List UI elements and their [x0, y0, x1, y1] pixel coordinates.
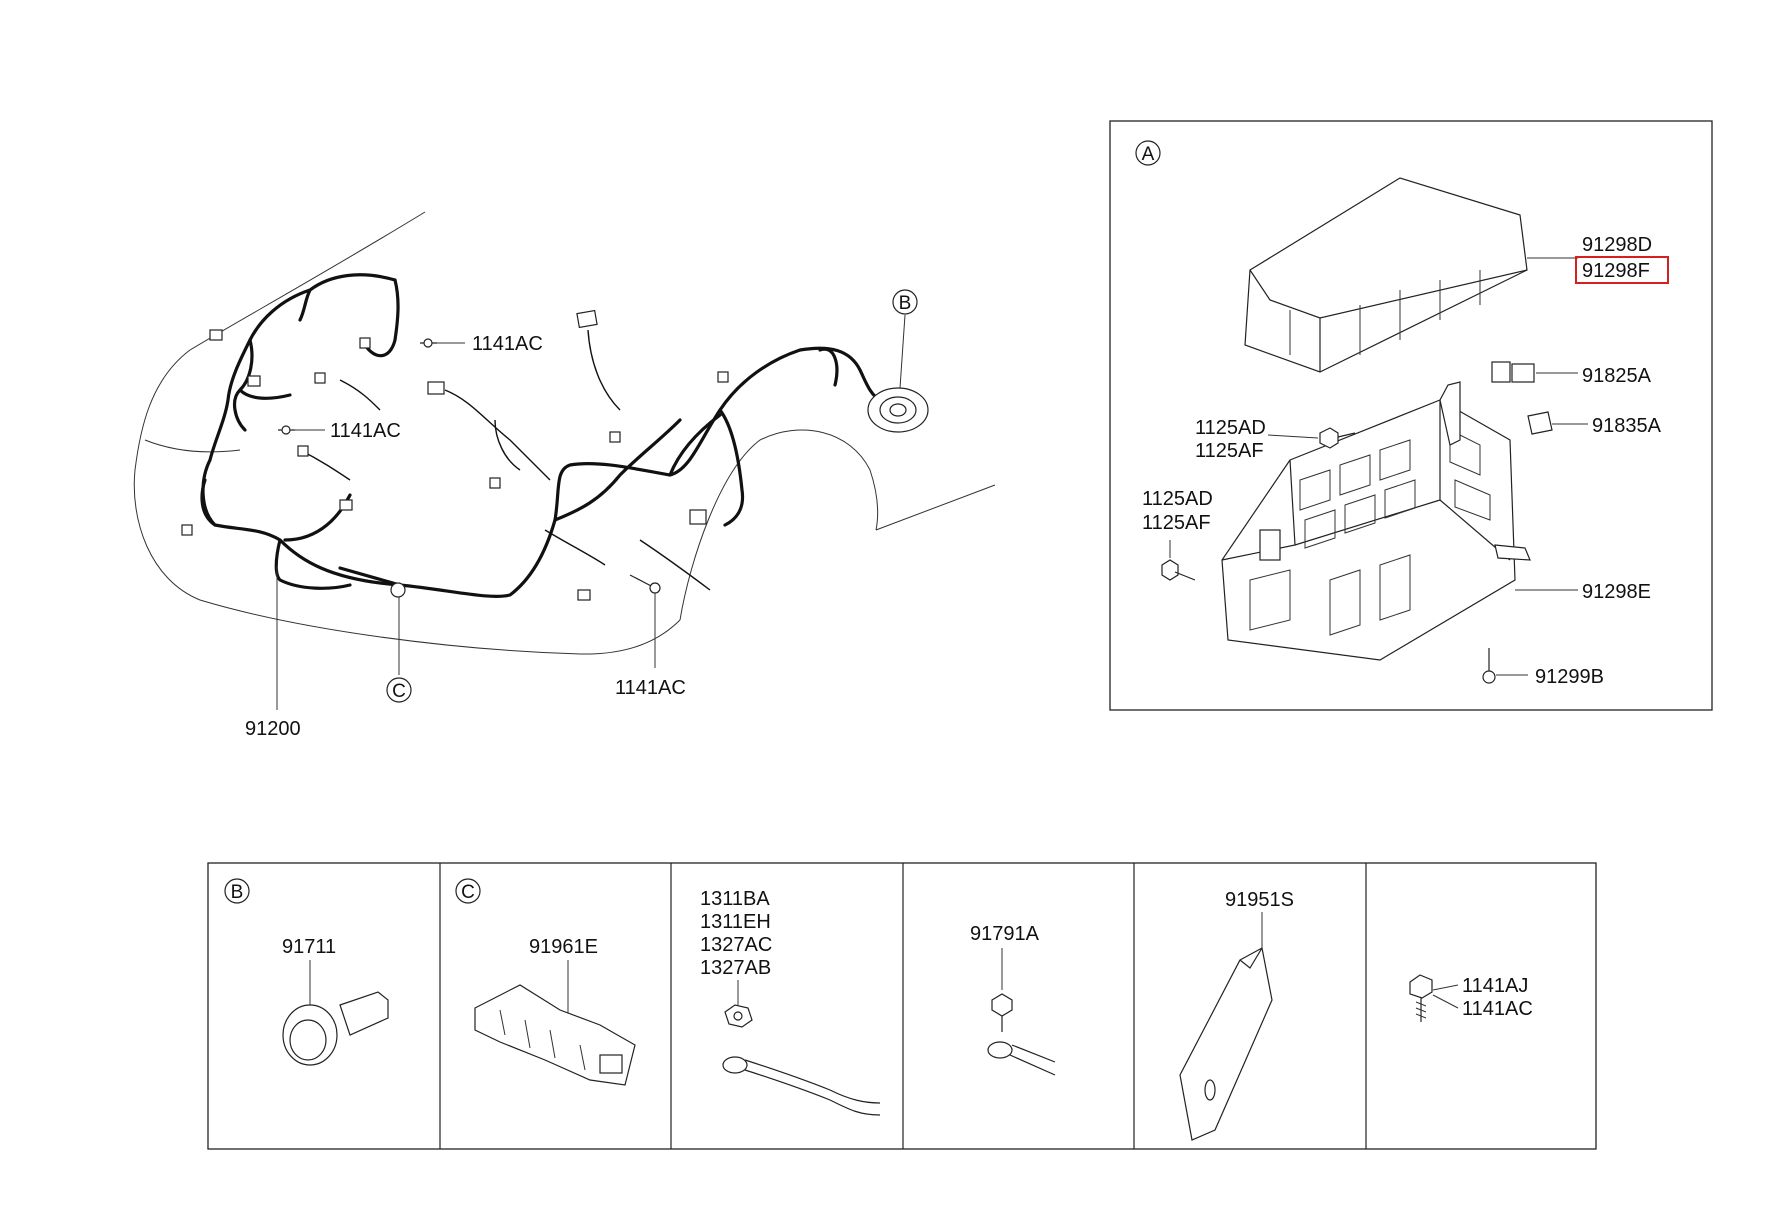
wiring-harness: [200, 273, 882, 598]
bolt-top: [1267, 427, 1356, 449]
bolt-label: 91791A: [970, 923, 1040, 945]
relay-label: 91825A: [1582, 365, 1652, 387]
nut-label: 1311EH: [700, 911, 771, 933]
fuse-label: 91835A: [1592, 415, 1662, 437]
detail-a-panel: A: [1109, 120, 1713, 711]
panel-b-callout: B: [224, 878, 250, 904]
detail-c-marker: [390, 582, 406, 598]
bracket-part: [1179, 947, 1273, 1141]
main-harness-view: 91200 1141AC 1141AC 1141AC B C: [133, 211, 996, 740]
bolt-left-label: 1125AF: [1142, 512, 1211, 534]
detail-c-callout: C: [386, 677, 412, 703]
clip-icon: [278, 425, 325, 435]
clip-label: 1141AC: [615, 677, 686, 699]
panel-nut-cable: 1311BA 1311EH 1327AC 1327AB: [700, 888, 881, 1116]
clip-label: 1141AC: [472, 333, 543, 355]
bolt-left: [1161, 540, 1196, 581]
bolt-left-label: 1125AD: [1142, 488, 1213, 510]
relay-part: [1491, 361, 1535, 383]
clip-bolt-label: 1141AC: [1462, 998, 1533, 1020]
cover-label: 91298D: [1582, 234, 1652, 256]
detail-a-callout: A: [1135, 140, 1161, 166]
panel-c-callout: C: [455, 878, 481, 904]
screw-part: [1482, 648, 1528, 684]
svg-text:B: B: [899, 293, 912, 314]
clip-icon: [629, 574, 661, 668]
panel-b: B 91711: [224, 878, 389, 1066]
nut-label: 1327AB: [700, 957, 771, 979]
detail-b-callout: B: [892, 289, 918, 315]
screw-label: 91299B: [1535, 666, 1604, 688]
panel-bolt-terminal: 91791A: [970, 923, 1056, 1076]
grommet-part: [282, 991, 389, 1066]
svg-text:B: B: [231, 882, 244, 903]
junction-box-body: [1221, 381, 1531, 661]
nut-label: 1327AC: [700, 934, 772, 956]
protector-part: [474, 984, 636, 1086]
panel-bracket: 91951S: [1179, 889, 1294, 1141]
bolt-top-label: 1125AF: [1195, 440, 1264, 462]
nut-label: 1311BA: [700, 888, 770, 910]
harness-label: 91200: [245, 718, 301, 740]
svg-text:C: C: [392, 681, 406, 702]
junction-box-label: 91298E: [1582, 581, 1651, 603]
svg-text:A: A: [1142, 144, 1155, 165]
nut-part: [724, 1004, 753, 1028]
grommet-label: 91711: [282, 936, 336, 958]
highlighted-cover-label: 91298F: [1582, 260, 1650, 282]
harness-connectors: [181, 309, 729, 601]
grommet-assembly: [867, 387, 929, 433]
vehicle-body-outline: [133, 211, 996, 655]
clip-bolt-label: 1141AJ: [1462, 975, 1528, 997]
panel-c: C 91961E: [455, 878, 636, 1086]
junction-box-cover: [1244, 177, 1528, 373]
protector-label: 91961E: [529, 936, 598, 958]
clip-icon: [420, 338, 465, 348]
ring-terminal-part: [987, 1041, 1056, 1076]
fuse-part: [1527, 411, 1553, 435]
detail-b-leader-line: [899, 314, 906, 389]
svg-text:C: C: [461, 882, 475, 903]
bracket-label: 91951S: [1225, 889, 1294, 911]
clip-label: 1141AC: [330, 420, 401, 442]
bolt-top-label: 1125AD: [1195, 417, 1266, 439]
bottom-detail-panels: B 91711 C 91961E: [207, 862, 1597, 1150]
panel-clip-bolt: 1141AJ 1141AC: [1409, 974, 1533, 1022]
bolt-part: [991, 993, 1013, 1032]
cable-terminal-part: [722, 1056, 881, 1116]
harness-clips: [278, 338, 661, 668]
clip-bolt-part: [1409, 974, 1433, 1022]
highlight-box: [1575, 256, 1669, 284]
